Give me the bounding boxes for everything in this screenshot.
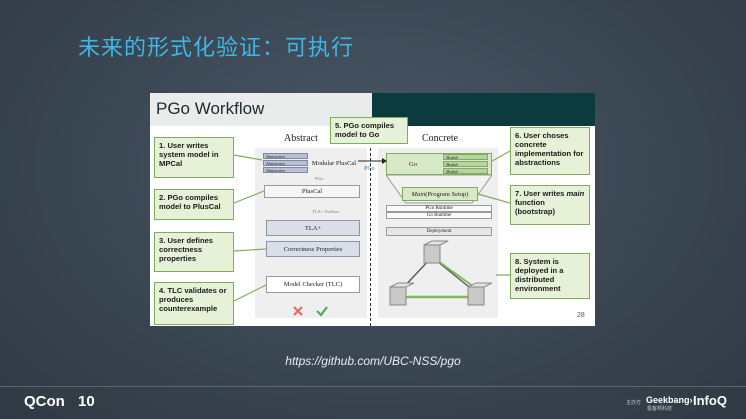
- module-block: Module: [443, 161, 488, 167]
- fail-x-icon: [293, 306, 303, 316]
- tla-box: TLA+: [266, 220, 360, 236]
- callout-connectors: [233, 150, 511, 302]
- abstract-concrete-divider: [370, 148, 371, 326]
- module-block: Module: [443, 168, 488, 174]
- abstract-heading: Abstract: [284, 133, 318, 144]
- modular-pluscal-label: Modular PlusCal: [311, 159, 357, 167]
- step-8-callout: 8. System is deployed in a distributed e…: [510, 253, 590, 299]
- slide-title: 未来的形式化验证：可执行: [78, 36, 355, 61]
- step-2-callout: 2. PGo compiles model to PlusCal: [154, 189, 234, 220]
- program-setup-word: (Program Setup): [425, 190, 469, 198]
- abstraction-block: Abstraction: [263, 167, 308, 173]
- qcon-logo: QCon: [24, 393, 65, 410]
- step-4-callout: 4. TLC validates or produces counterexam…: [154, 282, 234, 325]
- step-7-text-a: 7. User writes: [515, 189, 567, 198]
- model-checker-box: Model Checker (TLC): [266, 276, 360, 293]
- server-icon: [389, 282, 415, 306]
- step-5-callout: 5. PGo compiles model to Go: [330, 117, 408, 144]
- infoq-logo: InfoQ: [693, 393, 727, 408]
- pgo-compile-arrow: [358, 158, 387, 164]
- server-icon: [423, 240, 449, 264]
- pgo-runtime-bar: PGo Runtime: [386, 205, 492, 212]
- correctness-properties-box: Correctness Properties: [266, 241, 360, 257]
- panel-title: PGo Workflow: [156, 99, 265, 118]
- main-program-setup-box: Main (Program Setup): [402, 187, 478, 201]
- step-1-callout: 1. User writes system model in MPCal: [154, 137, 234, 178]
- server-network-diagram: [389, 240, 493, 306]
- step-6-callout: 6. User choses concrete implementation f…: [510, 127, 590, 175]
- concrete-heading: Concrete: [422, 133, 459, 144]
- pluscal-box: PlusCal: [264, 185, 360, 198]
- step-7-text-main: main: [566, 189, 585, 198]
- geekbang-subtitle: 极客邦科技: [647, 406, 673, 412]
- pgo-arrow-label: PGo: [364, 166, 375, 172]
- page-number: 28: [577, 312, 585, 319]
- github-link[interactable]: https://github.com/UBC-NSS/pgo: [285, 354, 461, 368]
- module-block: Module: [443, 154, 488, 160]
- main-word: Main: [411, 190, 426, 198]
- footer-divider: [0, 386, 746, 387]
- pass-check-icon: [316, 306, 328, 317]
- sponsor-label: 主办方: [626, 400, 642, 406]
- step-7-callout: 7. User writes main function (bootstrap): [510, 185, 590, 225]
- qcon-ten-logo: 10: [78, 393, 95, 410]
- go-runtime-bar: Go Runtime: [386, 212, 492, 219]
- abstraction-block: Abstraction: [263, 153, 308, 159]
- step-7-text-b: function (bootstrap): [515, 198, 556, 216]
- tla-toolbox-label: TLA+ Toolbox: [312, 209, 340, 214]
- pgo-small-label: PGo: [315, 176, 324, 181]
- geekbang-logo: Geekbang›: [646, 395, 693, 405]
- deployment-bar: Deployment: [386, 227, 492, 236]
- abstraction-block: Abstraction: [263, 160, 308, 166]
- workflow-panel: PGo Workflow Abstract Concrete Abstracti…: [150, 93, 595, 326]
- step-3-callout: 3. User defines correctness properties: [154, 232, 234, 272]
- server-icon: [467, 282, 493, 306]
